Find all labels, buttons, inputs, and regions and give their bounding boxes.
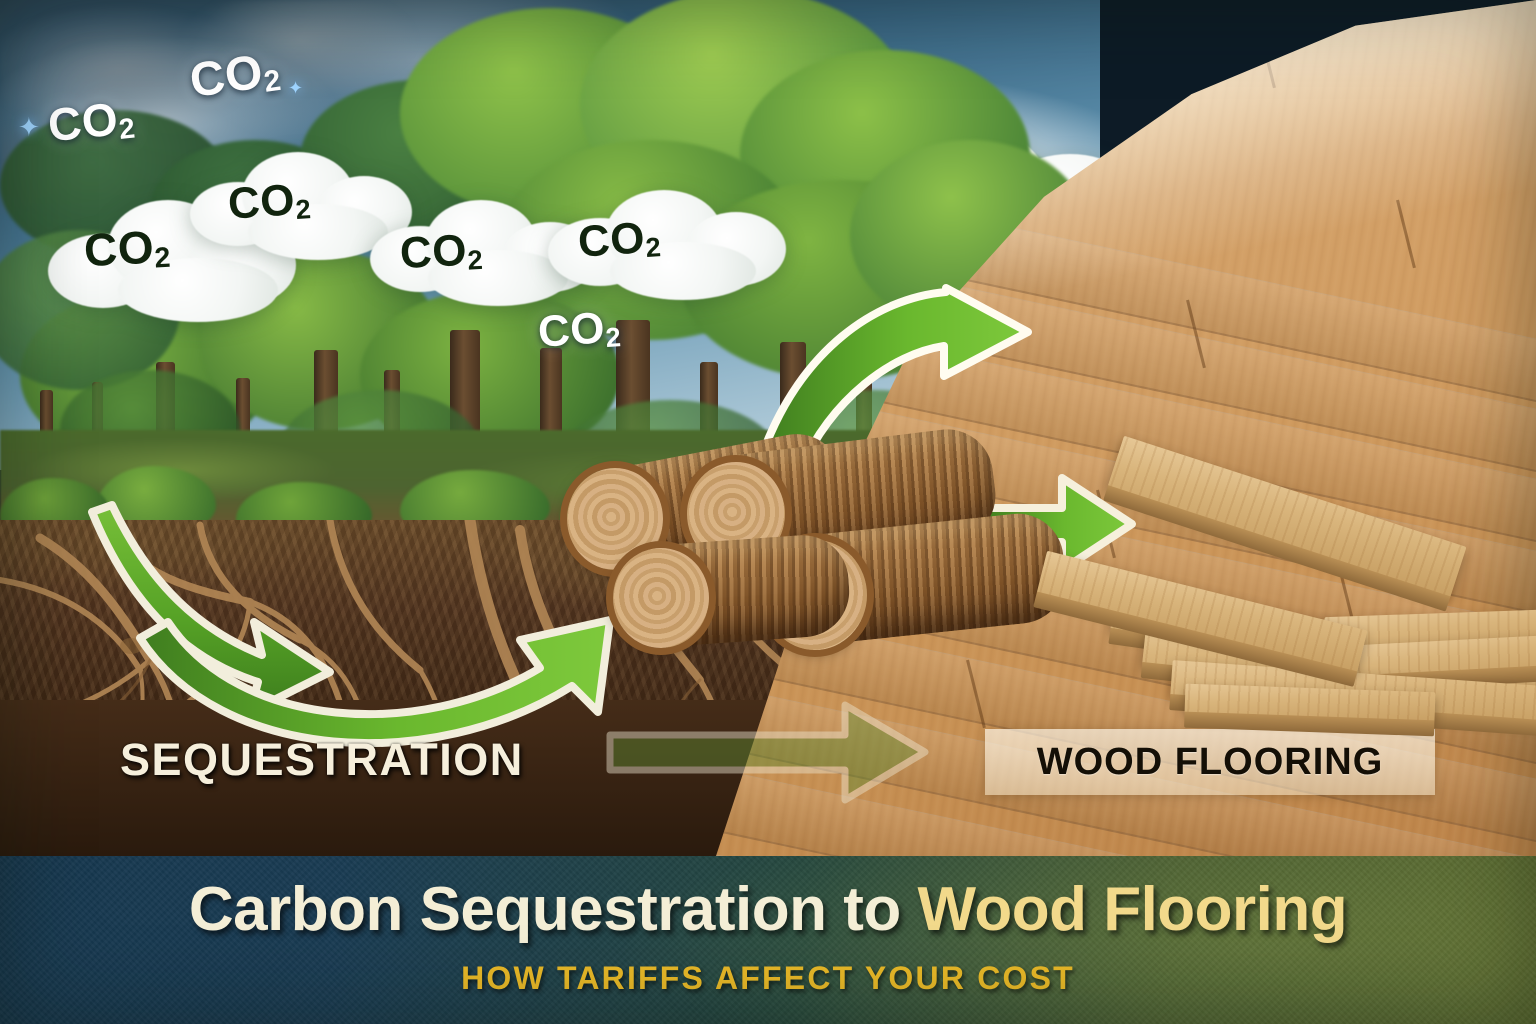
wood-flooring-label: WOOD FLOORING (1036, 740, 1384, 783)
co2-label: CO2 (576, 213, 662, 267)
page-subtitle: HOW TARIFFS AFFECT YOUR COST (461, 960, 1075, 996)
co2-label: CO2 (186, 45, 283, 108)
log-end-grain (613, 548, 709, 648)
co2-label: CO2 (536, 303, 622, 357)
plank-stack (1025, 435, 1536, 762)
co2-subscript: 2 (153, 241, 172, 275)
co2-text: CO (226, 175, 297, 229)
co2-subscript: 2 (604, 321, 622, 354)
sparkle-icon: ✦ (288, 78, 304, 98)
co2-subscript: 2 (644, 231, 662, 264)
title-part-two: Wood Flooring (917, 875, 1348, 944)
page-title: Carbon Sequestration to Wood Flooring (0, 874, 1536, 945)
co2-text: CO (398, 225, 469, 279)
co2-text: CO (536, 303, 607, 357)
co2-label: CO2 (45, 92, 137, 152)
sequestration-label: SEQUESTRATION (120, 734, 524, 785)
co2-text: CO (186, 45, 267, 108)
co2-label: CO2 (226, 175, 312, 229)
co2-subscript: 2 (117, 112, 137, 147)
co2-label: CO2 (398, 225, 484, 279)
title-bar: Carbon Sequestration to Wood Flooring HO… (0, 856, 1536, 1024)
sparkle-icon: ✦ (18, 112, 40, 142)
scene: ✦ ✦ CO2 CO2 CO2 CO2 CO2 CO2 CO2 SEQUESTR… (0, 0, 1536, 856)
co2-subscript: 2 (294, 193, 312, 226)
co2-subscript: 2 (466, 243, 484, 276)
wood-flooring-banner: WOOD FLOORING (985, 729, 1435, 795)
co2-text: CO (82, 220, 156, 277)
log-stack (567, 424, 1070, 740)
title-bar-texture (0, 856, 1536, 1024)
title-part-one: Carbon Sequestration to (188, 875, 918, 944)
co2-text: CO (576, 213, 647, 267)
co2-label: CO2 (83, 221, 172, 277)
co2-text: CO (45, 92, 121, 152)
